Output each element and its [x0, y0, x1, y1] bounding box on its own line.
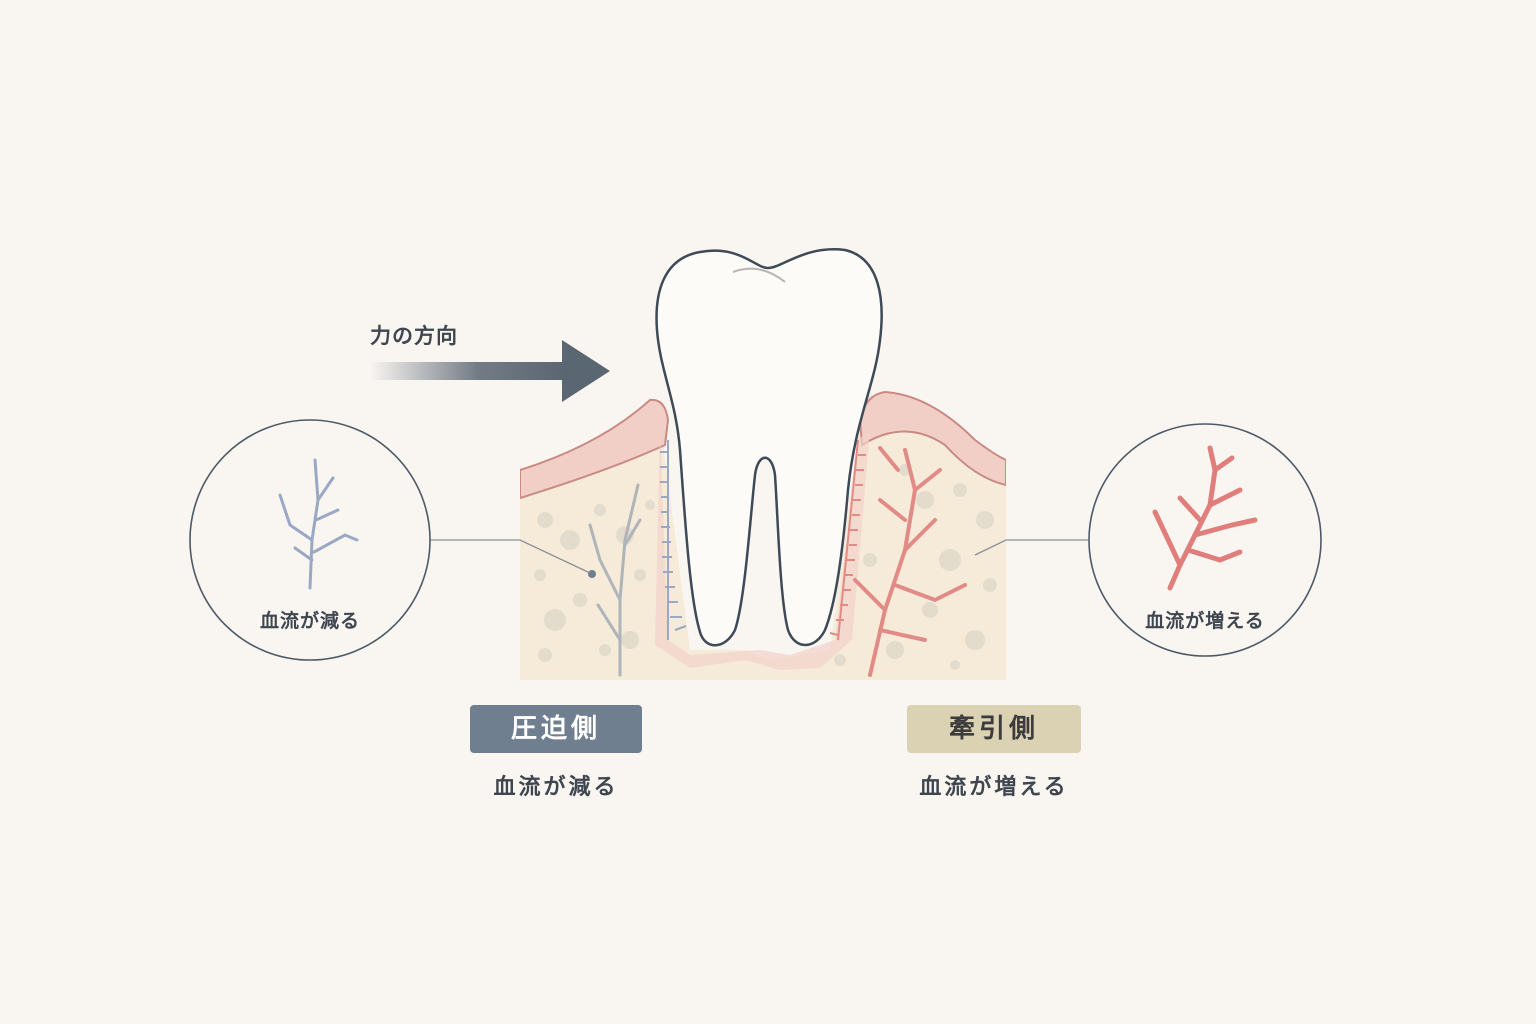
force-arrow — [370, 340, 610, 402]
dense-vessel-icon — [1152, 445, 1258, 591]
connector-lines — [430, 539, 1088, 574]
right-circle-caption: 血流が増える — [1145, 610, 1265, 632]
sparse-vessel-icon — [278, 458, 359, 590]
compressed-vessels — [588, 483, 642, 677]
left-circle-caption: 血流が減る — [259, 610, 360, 632]
right-detail-circle — [1088, 423, 1322, 657]
left-detail-circle — [189, 419, 431, 661]
pressure-side-description: 血流が減る — [493, 775, 619, 800]
force-direction-label: 力の方向 — [370, 324, 458, 348]
ligament-fibers-right — [829, 439, 866, 641]
pressure-side-badge: 圧迫側 — [470, 705, 642, 753]
gum-left — [520, 398, 670, 500]
alveolar-bone-cross-section — [520, 390, 1006, 680]
tooth-groove — [732, 267, 786, 283]
tension-side-badge: 牽引側 — [907, 705, 1081, 753]
tension-vessels — [853, 446, 967, 677]
tension-side-description: 血流が増える — [919, 775, 1069, 800]
ligament-fibers-left — [660, 440, 687, 640]
gum-right — [858, 390, 1006, 487]
bone-pores — [534, 464, 997, 670]
tooth — [655, 248, 883, 647]
